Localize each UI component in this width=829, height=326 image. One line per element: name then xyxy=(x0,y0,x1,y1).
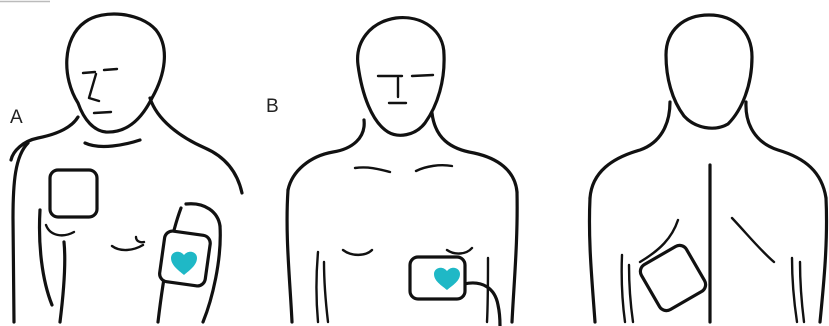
panel-a-pad-lateral xyxy=(159,230,212,287)
panel-a-collarbone xyxy=(85,140,140,146)
panel-b-back-neck-right xyxy=(746,102,826,198)
panel-b-collarbone-left xyxy=(355,167,390,172)
panel-a-nose xyxy=(89,74,99,101)
panel-b-arm-left xyxy=(287,190,292,322)
panel-b-back xyxy=(589,15,826,322)
panel-b-back-scapula-right xyxy=(732,218,774,262)
panel-a-eyes xyxy=(83,69,117,73)
panel-a-arm-left xyxy=(13,143,28,322)
panel-b-brows xyxy=(378,75,433,76)
panel-b-collarbone-right xyxy=(416,165,452,171)
panel-b-pec-left xyxy=(343,250,372,255)
panel-a-pec-left xyxy=(46,225,74,235)
panel-a-nipple xyxy=(136,237,144,242)
panel-b-back-arm-left xyxy=(589,198,595,322)
panel-b-back-arm-right xyxy=(820,198,827,322)
panel-a-label: A xyxy=(10,107,23,128)
panel-a-pad-anterior xyxy=(50,170,97,217)
panel-b-neck-right xyxy=(432,113,517,192)
panel-b-back-side-right xyxy=(792,258,797,322)
panel-b-label: B xyxy=(266,96,279,117)
panel-b-back-side-left-2 xyxy=(629,265,633,322)
panel-b-back-side-left xyxy=(622,255,625,322)
panel-b-back-pad-posterior xyxy=(637,242,708,313)
panel-b-torso-left xyxy=(317,252,319,322)
panel-b-neck-left xyxy=(288,120,364,190)
panel-a-mouth xyxy=(94,112,111,113)
panel-b-back-side-right-2 xyxy=(800,262,804,322)
panel-a-head xyxy=(67,14,165,132)
panel-b-pad-cable xyxy=(464,283,500,326)
panel-b-pec-right xyxy=(447,248,472,254)
panel-b-arm-right xyxy=(512,192,517,322)
panel-a-underarm xyxy=(60,242,65,322)
panel-b-torso-left-2 xyxy=(324,262,328,322)
panel-b-back-head xyxy=(666,15,752,128)
panel-b-torso-right xyxy=(487,258,488,322)
panel-a: A xyxy=(10,14,242,322)
panel-b-front: B xyxy=(266,18,517,326)
panel-a-pec-right xyxy=(112,245,143,250)
panel-a-shoulder-right xyxy=(150,98,242,193)
panel-a-arm-right-back xyxy=(186,204,220,226)
panel-b-back-neck-left xyxy=(590,102,670,198)
